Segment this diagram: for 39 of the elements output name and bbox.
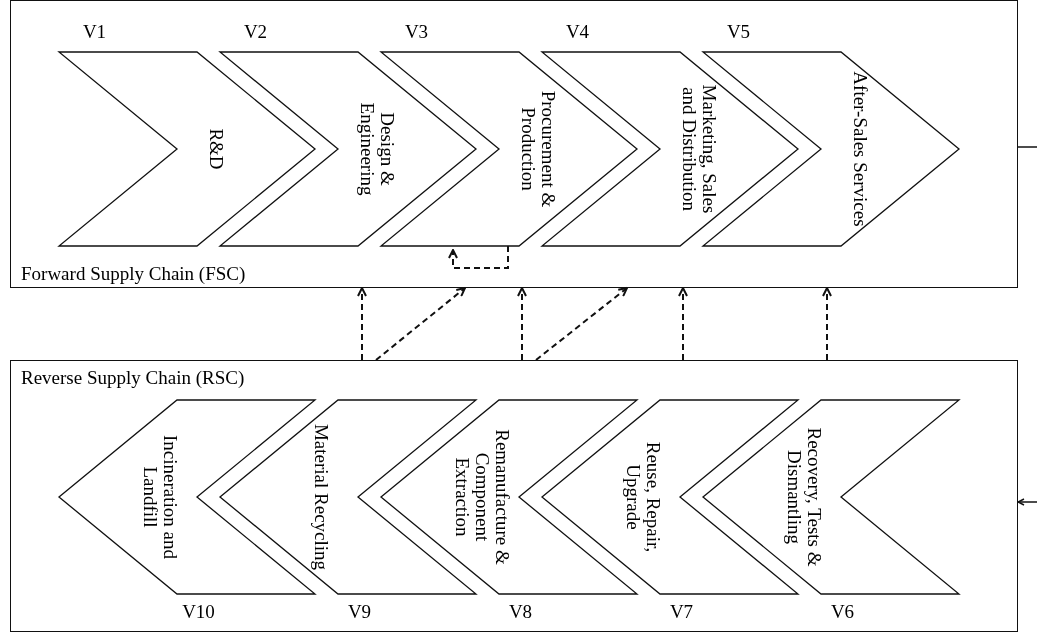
stage-label: Reuse, Repair, Upgrade bbox=[622, 440, 663, 554]
chevron-shape bbox=[56, 50, 316, 247]
stage-label: Remanufacture & Component Extraction bbox=[451, 427, 512, 567]
chevron-shape bbox=[540, 398, 800, 595]
supply-chain-frame bbox=[10, 0, 1018, 288]
frame-title: Forward Supply Chain (FSC) bbox=[21, 263, 246, 285]
stage-label: Incineration and Landfill bbox=[139, 433, 180, 561]
frame-title: Reverse Supply Chain (RSC) bbox=[21, 367, 245, 389]
stage-number: V5 bbox=[726, 20, 751, 43]
arrow bbox=[448, 245, 509, 269]
chevron-shape bbox=[378, 50, 638, 247]
chevron-shape bbox=[539, 50, 799, 247]
chevron-shape bbox=[701, 398, 961, 595]
arrow bbox=[375, 287, 466, 361]
stage-number: V8 bbox=[508, 600, 533, 623]
stage-number: V9 bbox=[347, 600, 372, 623]
stage-label: Marketing, Sales and Distribution bbox=[678, 83, 719, 215]
stage-label: Recovery, Tests & Dismantling bbox=[783, 426, 824, 569]
stage-number: V2 bbox=[243, 20, 268, 43]
stage-number: V4 bbox=[565, 20, 590, 43]
stage-label: After-Sales Services bbox=[849, 69, 870, 229]
arrow bbox=[517, 287, 527, 361]
stage-number: V10 bbox=[182, 600, 215, 623]
stage-number: V6 bbox=[830, 600, 855, 623]
stage-label: Procurement & Production bbox=[517, 89, 558, 209]
stage-number: V3 bbox=[404, 20, 429, 43]
stage-label: Material Recycling bbox=[310, 422, 331, 572]
chevron-shape bbox=[379, 398, 639, 595]
stage-number: V7 bbox=[669, 600, 694, 623]
arrow bbox=[1017, 498, 1037, 506]
stage-number: V1 bbox=[82, 20, 107, 43]
stage-label: Design & Engineering bbox=[356, 101, 397, 198]
arrow bbox=[535, 287, 628, 361]
arrow bbox=[678, 287, 688, 361]
arrow bbox=[822, 287, 832, 361]
supply-chain-frame bbox=[10, 360, 1018, 632]
chevron-shape bbox=[700, 50, 960, 247]
stage-label: R&D bbox=[205, 126, 226, 172]
arrow bbox=[357, 287, 367, 361]
